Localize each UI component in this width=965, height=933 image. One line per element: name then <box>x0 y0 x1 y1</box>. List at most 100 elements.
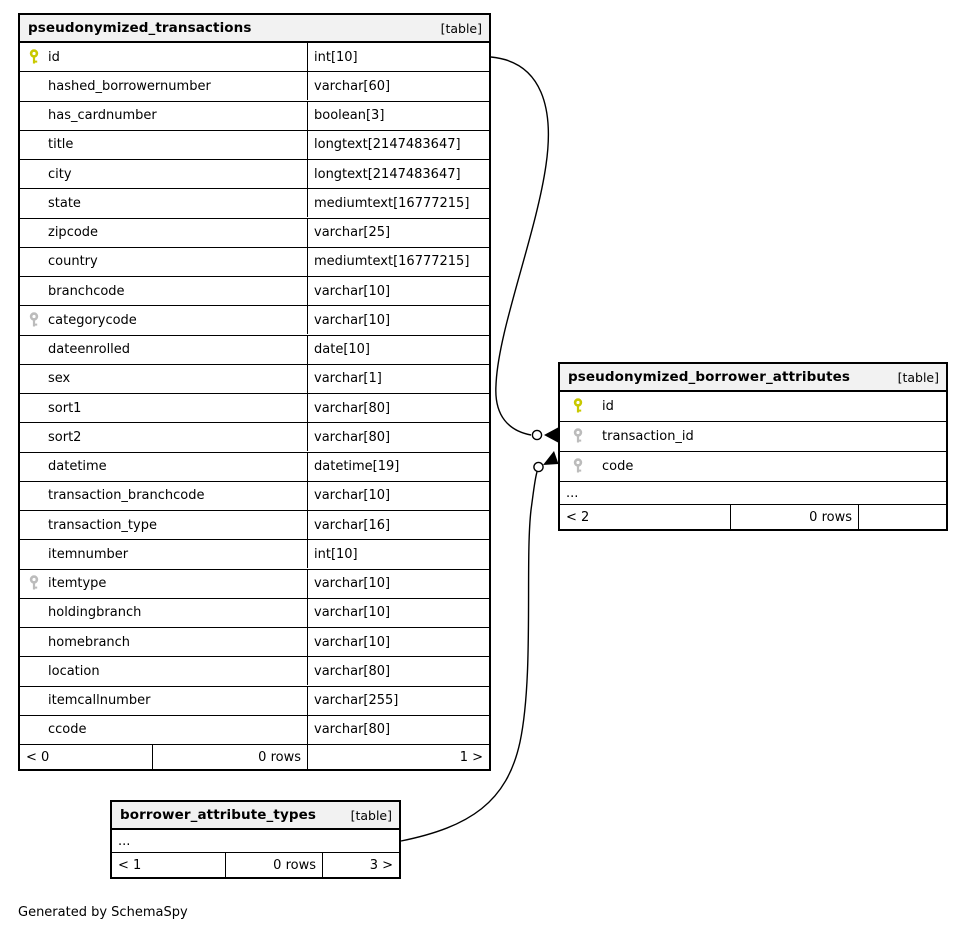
column-row: transaction_type varchar[16] <box>20 511 489 541</box>
column-row: transaction_branchcode varchar[10] <box>20 481 489 511</box>
no-key-icon <box>20 482 48 510</box>
no-key-icon <box>20 599 48 627</box>
index-key-icon <box>560 422 602 451</box>
column-type: datetime[19] <box>307 452 489 481</box>
column-type: varchar[16] <box>307 511 489 540</box>
column-type: varchar[10] <box>307 628 489 657</box>
column-row: categorycode varchar[10] <box>20 306 489 336</box>
column-name: id <box>602 399 614 414</box>
column-name: id <box>48 49 60 65</box>
column-row: title longtext[2147483647] <box>20 130 489 160</box>
index-key-icon <box>20 306 48 334</box>
no-key-icon <box>20 102 48 130</box>
no-key-icon <box>20 453 48 481</box>
fk-curve-transactions-id-to-transaction-id <box>490 56 549 436</box>
no-key-icon <box>20 336 48 364</box>
column-type: varchar[10] <box>307 598 489 627</box>
column-row: sex varchar[1] <box>20 364 489 394</box>
column-name: state <box>48 195 81 211</box>
crowsfoot-arrow-transaction-id <box>544 427 558 443</box>
column-name: branchcode <box>48 283 125 299</box>
column-name: ccode <box>48 722 87 738</box>
column-row: holdingbranch varchar[10] <box>20 598 489 628</box>
column-row: itemcallnumber varchar[255] <box>20 686 489 716</box>
column-row: homebranch varchar[10] <box>20 628 489 658</box>
table-name[interactable]: borrower_attribute_types <box>120 807 317 823</box>
column-type: varchar[60] <box>307 72 489 101</box>
column-name: categorycode <box>48 312 137 328</box>
column-type: varchar[80] <box>307 715 489 744</box>
children-count <box>859 505 946 529</box>
column-type: varchar[10] <box>307 569 489 598</box>
column-type: varchar[80] <box>307 657 489 686</box>
column-name: transaction_branchcode <box>48 488 205 504</box>
table-footer: < 0 0 rows 1 > <box>20 745 489 769</box>
parents-count: < 0 <box>20 745 153 769</box>
column-row: location varchar[80] <box>20 657 489 687</box>
index-key-icon <box>560 452 602 481</box>
rows-count: 0 rows <box>731 505 859 529</box>
table-header[interactable]: pseudonymized_borrower_attributes [table… <box>560 364 946 392</box>
table-type-label: [table] <box>897 369 939 385</box>
column-row: dateenrolled date[10] <box>20 335 489 365</box>
column-name: transaction_type <box>48 517 157 533</box>
column-type: varchar[10] <box>307 277 489 306</box>
column-name: itemnumber <box>48 546 129 562</box>
column-type: int[10] <box>307 43 489 72</box>
table-name[interactable]: pseudonymized_transactions <box>28 20 252 36</box>
generated-by-note: Generated by SchemaSpy <box>18 905 188 920</box>
no-key-icon <box>20 277 48 305</box>
no-key-icon <box>20 540 48 568</box>
column-type: varchar[10] <box>307 306 489 335</box>
column-row: has_cardnumber boolean[3] <box>20 101 489 131</box>
column-name: sort1 <box>48 400 82 416</box>
column-row: id int[10] <box>20 43 489 73</box>
children-count: 3 > <box>369 857 393 873</box>
crowsfoot-arrow-code <box>543 451 559 465</box>
column-type: date[10] <box>307 335 489 364</box>
column-row: itemnumber int[10] <box>20 540 489 570</box>
column-row: hashed_borrowernumber varchar[60] <box>20 72 489 102</box>
column-type: varchar[255] <box>307 686 489 715</box>
column-type: boolean[3] <box>307 101 489 130</box>
table-header[interactable]: pseudonymized_transactions [table] <box>20 15 489 43</box>
table-pseudonymized-borrower-attributes[interactable]: pseudonymized_borrower_attributes [table… <box>558 362 948 531</box>
column-name: sort2 <box>48 429 82 445</box>
column-name: itemcallnumber <box>48 693 151 709</box>
no-key-icon <box>20 716 48 744</box>
zero-cardinality-circle-transaction-id <box>531 429 543 441</box>
column-row: city longtext[2147483647] <box>20 160 489 190</box>
table-type-label: [table] <box>440 20 482 36</box>
column-type: mediumtext[16777215] <box>307 247 489 276</box>
column-name: code <box>602 459 634 474</box>
table-type-label: [table] <box>350 807 392 823</box>
table-name[interactable]: pseudonymized_borrower_attributes <box>568 369 851 385</box>
no-key-icon <box>20 657 48 685</box>
no-key-icon <box>20 248 48 276</box>
no-key-icon <box>20 219 48 247</box>
column-name: has_cardnumber <box>48 108 157 124</box>
column-row: sort1 varchar[80] <box>20 394 489 424</box>
no-key-icon <box>20 423 48 451</box>
children-count: 1 > <box>459 749 483 765</box>
rows-count: 0 rows <box>226 853 323 877</box>
no-key-icon <box>20 511 48 539</box>
table-header[interactable]: borrower_attribute_types [table] <box>112 802 399 830</box>
column-type: varchar[10] <box>307 481 489 510</box>
column-name: homebranch <box>48 634 131 650</box>
hidden-columns-ellipsis: ... <box>112 830 399 853</box>
column-row: zipcode varchar[25] <box>20 218 489 248</box>
column-name: title <box>48 137 74 153</box>
rows-count: 0 rows <box>153 745 308 769</box>
column-type: mediumtext[16777215] <box>307 189 489 218</box>
no-key-icon <box>20 365 48 393</box>
column-type: varchar[25] <box>307 218 489 247</box>
column-name: transaction_id <box>602 429 694 444</box>
table-pseudonymized-transactions[interactable]: pseudonymized_transactions [table] id in… <box>18 13 491 771</box>
column-row: state mediumtext[16777215] <box>20 189 489 219</box>
column-name: zipcode <box>48 225 99 241</box>
table-borrower-attribute-types[interactable]: borrower_attribute_types [table] ... < 1… <box>110 800 401 879</box>
table-footer: < 2 0 rows <box>560 505 946 529</box>
no-key-icon <box>20 394 48 422</box>
hidden-columns-ellipsis: ... <box>560 482 946 505</box>
